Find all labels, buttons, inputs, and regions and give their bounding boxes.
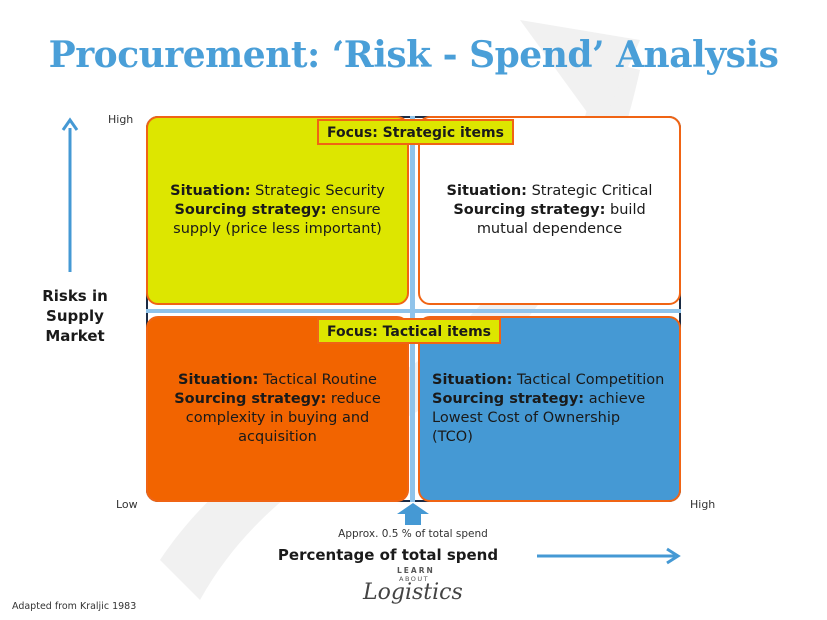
strategy-text: achieve Lowest Cost of Ownership (TCO): [432, 391, 646, 445]
strategy-label: Sourcing strategy:: [453, 202, 606, 218]
logo-line2: ABOUT: [399, 575, 430, 583]
strategy-text: reduce complexity in buying and acquisit…: [185, 391, 381, 445]
situation-label: Situation:: [446, 183, 527, 199]
x-axis-label: Percentage of total spend: [277, 546, 499, 564]
source-credit: Adapted from Kraljic 1983: [12, 601, 137, 612]
x-axis-high-label: High: [690, 498, 716, 511]
focus-tactical-label: Focus: Tactical items: [317, 318, 501, 344]
spend-threshold-arrow-icon: [397, 503, 429, 525]
y-axis-label-line2: Supply Market: [45, 307, 105, 345]
y-axis-low-label: Low: [116, 498, 138, 511]
strategy-label: Sourcing strategy:: [174, 391, 327, 407]
strategy-text: ensure supply (price less important): [173, 202, 382, 237]
situation-text: Strategic Security: [255, 183, 385, 199]
y-axis-high-label: High: [108, 113, 134, 126]
y-axis-arrow-icon: [61, 117, 79, 272]
page-title: Procurement: ‘Risk - Spend’ Analysis: [48, 34, 779, 76]
horizontal-divider: [146, 309, 681, 313]
logo-line3: Logistics: [363, 580, 463, 605]
logo-line1: LEARN: [397, 566, 435, 575]
x-axis-arrow-icon: [537, 547, 681, 565]
quadrant-tactical-competition: Situation: Tactical Competition Sourcing…: [418, 316, 681, 502]
strategy-label: Sourcing strategy:: [174, 202, 327, 218]
situation-label: Situation:: [178, 372, 259, 388]
y-axis-label: Risks in Supply Market: [14, 286, 136, 346]
y-axis-label-line1: Risks in: [42, 287, 108, 305]
quadrant-strategic-critical: Situation: Strategic Critical Sourcing s…: [418, 116, 681, 305]
quadrant-strategic-security: Situation: Strategic Security Sourcing s…: [146, 116, 409, 305]
strategy-label: Sourcing strategy:: [432, 391, 585, 407]
learn-about-logistics-logo: LEARN ABOUT Logistics: [355, 566, 475, 612]
focus-strategic-label: Focus: Strategic items: [317, 119, 514, 145]
situation-text: Tactical Routine: [263, 372, 377, 388]
spend-threshold-note: Approx. 0.5 % of total spend: [338, 528, 488, 540]
situation-text: Tactical Competition: [517, 372, 665, 388]
situation-label: Situation:: [432, 372, 513, 388]
situation-label: Situation:: [170, 183, 251, 199]
situation-text: Strategic Critical: [531, 183, 653, 199]
quadrant-tactical-routine: Situation: Tactical Routine Sourcing str…: [146, 316, 409, 502]
strategy-text: build mutual dependence: [476, 202, 646, 237]
